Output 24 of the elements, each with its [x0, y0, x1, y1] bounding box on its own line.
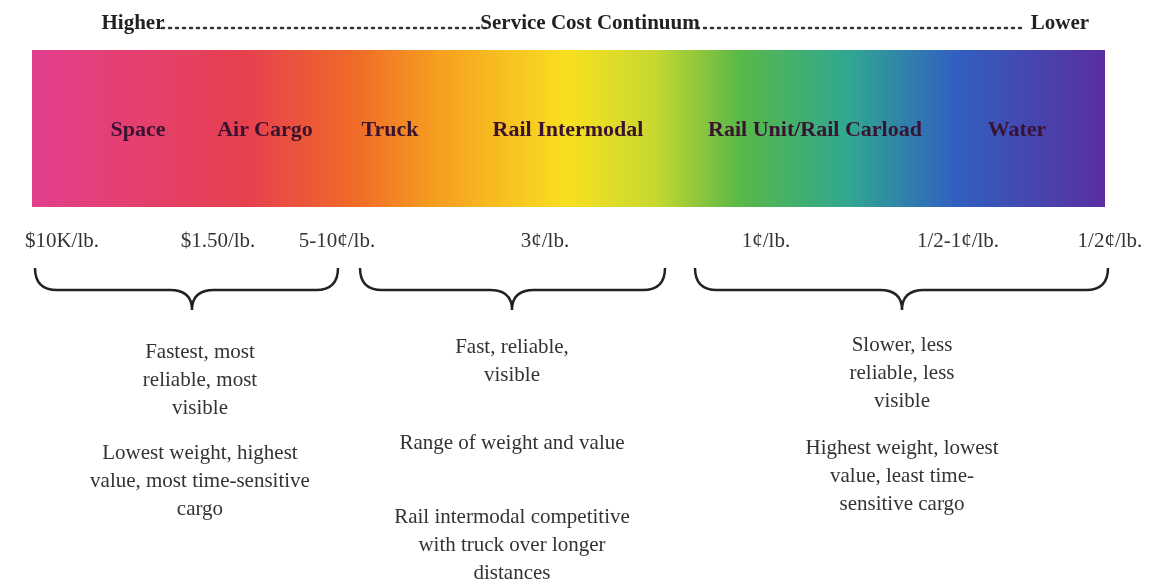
- scale-heading: Lower: [1030, 10, 1090, 35]
- cost-label: 5-10¢/lb.: [298, 228, 376, 253]
- cost-label: $1.50/lb.: [180, 228, 256, 253]
- spectrum-band: [32, 50, 1105, 207]
- cost-label: $10K/lb.: [24, 228, 100, 253]
- characteristics-text: Slower, less reliable, less visible: [848, 331, 956, 414]
- characteristics-text: Lowest weight, highest value, most time-sensitive cargo: [90, 439, 310, 522]
- transport-mode-label: Rail Intermodal: [492, 116, 644, 142]
- characteristics-text: Highest weight, lowest value, least time-sensitive cargo: [804, 434, 1000, 517]
- transport-mode-label: Air Cargo: [217, 116, 313, 142]
- characteristics-text: Range of weight and value: [398, 429, 626, 456]
- characteristics-text: Rail intermodal competitive with truck over longer distances: [393, 503, 631, 586]
- scale-heading: Higher: [101, 10, 165, 35]
- transport-mode-label: Space: [110, 116, 166, 142]
- characteristics-text: Fastest, most reliable, most visible: [141, 338, 259, 421]
- cost-label: 1¢/lb.: [741, 228, 791, 253]
- characteristics-text: Fast, reliable, visible: [454, 333, 570, 388]
- cost-label: 1/2¢/lb.: [1077, 228, 1143, 253]
- transport-mode-label: Truck: [361, 116, 419, 142]
- transport-mode-label: Rail Unit/Rail Carload: [708, 116, 922, 142]
- transport-mode-label: Water: [987, 116, 1047, 142]
- cost-label: 1/2-1¢/lb.: [916, 228, 1000, 253]
- cost-label: 3¢/lb.: [520, 228, 570, 253]
- scale-heading: Service Cost Continuum: [480, 10, 700, 35]
